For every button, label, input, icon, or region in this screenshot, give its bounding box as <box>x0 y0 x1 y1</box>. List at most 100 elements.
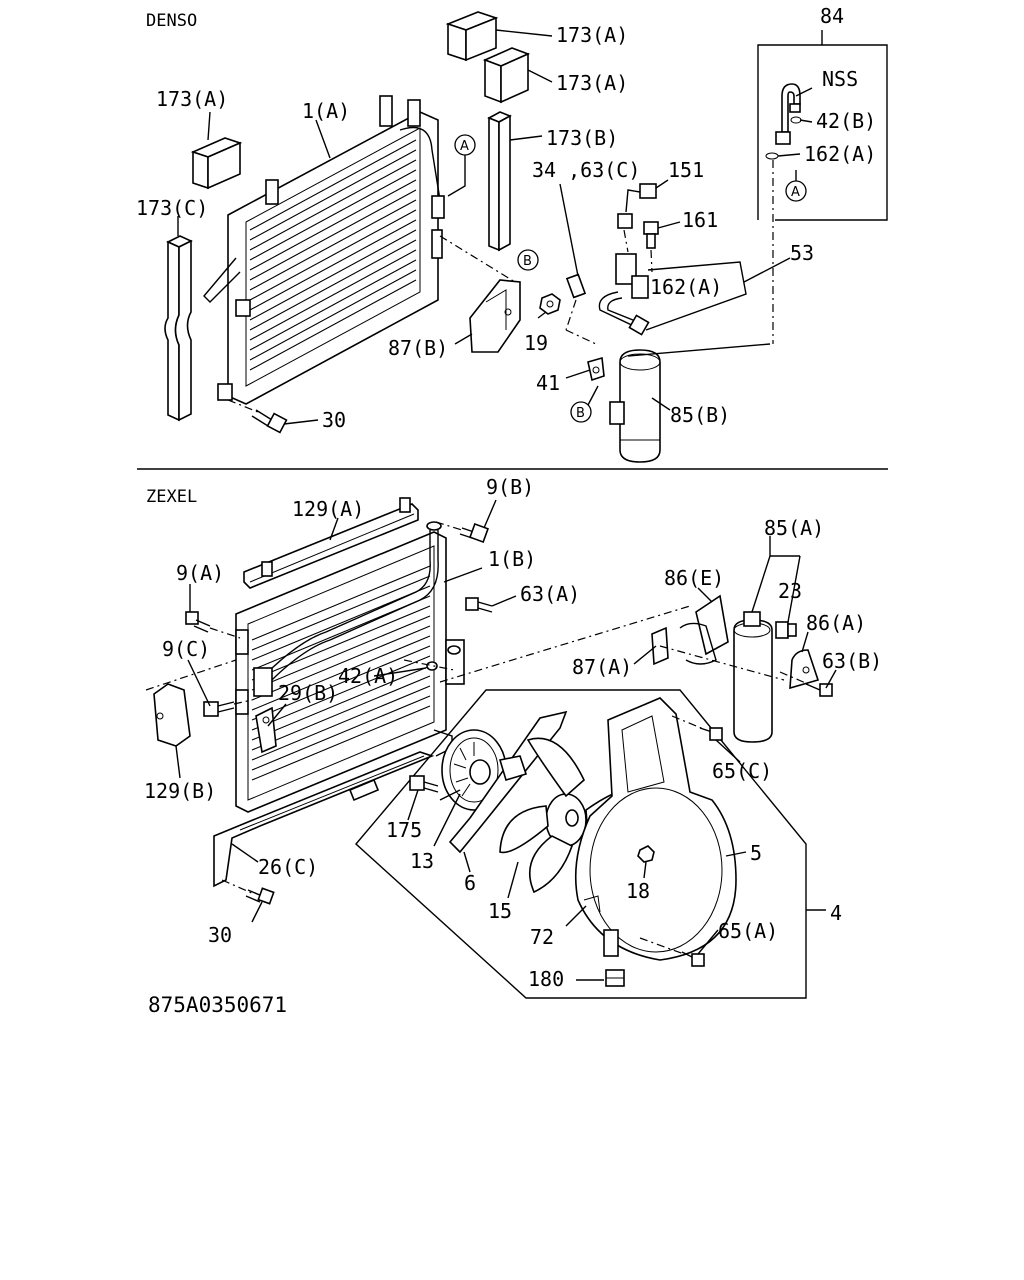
callout-86e: 86(E) <box>664 566 724 590</box>
callout-34-63c: 34 ,63(C) <box>532 158 640 182</box>
callout-173c: 173(C) <box>136 196 208 220</box>
callout-18: 18 <box>626 879 650 903</box>
ref-mark-a-2: A <box>785 170 807 202</box>
connector-151 <box>617 183 657 253</box>
callout-65a: 65(A) <box>718 919 778 943</box>
callout-72: 72 <box>530 925 554 949</box>
bolt-161 <box>643 221 659 273</box>
kit-box-84 <box>757 30 888 344</box>
callout-9c: 9(C) <box>162 637 210 661</box>
bolt-30-denso <box>227 399 288 434</box>
clip-41 <box>587 356 605 382</box>
callout-86a: 86(A) <box>806 611 866 635</box>
nut-19 <box>539 293 561 315</box>
callout-1b: 1(B) <box>488 547 536 571</box>
bracket-26c <box>213 751 435 888</box>
ref-mark-b-1: B <box>517 249 539 271</box>
callout-9a: 9(A) <box>176 561 224 585</box>
grommet-180 <box>605 969 625 987</box>
callout-175: 175 <box>386 818 422 842</box>
valve-assembly <box>598 253 650 336</box>
callout-13: 13 <box>410 849 434 873</box>
receiver-drier-85b <box>609 349 661 463</box>
part-72 <box>583 895 601 913</box>
callout-30: 30 <box>322 408 346 432</box>
ref-mark-a-1: A <box>447 134 476 197</box>
condenser-1a <box>203 95 445 405</box>
callout-129a: 129(A) <box>292 497 364 521</box>
callout-29b: 29(B) <box>278 681 338 705</box>
callout-23: 23 <box>778 579 802 603</box>
bolt-175 <box>409 775 439 793</box>
callout-1a: 1(A) <box>302 99 350 123</box>
callout-161: 161 <box>682 208 718 232</box>
callout-65c: 65(C) <box>712 759 772 783</box>
callout-180: 180 <box>528 967 564 991</box>
denso-leader-lines <box>177 29 813 425</box>
receiver-drier-85a <box>733 611 773 743</box>
callout-173a: 173(A) <box>156 87 228 111</box>
callout-87b: 87(B) <box>388 336 448 360</box>
bracket-87b <box>439 235 521 353</box>
drawing-code: 875A0350671 <box>148 993 287 1017</box>
callout-41: 41 <box>536 371 560 395</box>
svg-text:B: B <box>576 406 585 421</box>
switch-34-63c <box>565 273 597 345</box>
bracket-87a <box>651 626 785 681</box>
callout-151: 151 <box>668 158 704 182</box>
bolt-63a <box>465 597 493 613</box>
part-173c-strip <box>164 235 193 422</box>
ref-mark-b-2: B <box>570 385 599 423</box>
callout-85a: 85(A) <box>764 516 824 540</box>
callout-42a: 42(A) <box>338 664 398 688</box>
bolt-9a <box>185 611 241 639</box>
nut-18 <box>637 845 655 863</box>
bolt-9b <box>435 521 489 543</box>
callout-15: 15 <box>488 899 512 923</box>
fan-assembly-box-4 <box>355 689 826 999</box>
callout-87a: 87(A) <box>572 655 632 679</box>
part-173b-strip <box>487 111 512 252</box>
pipe-centerline <box>439 605 691 683</box>
section-title-zexel: ZEXEL <box>146 487 197 507</box>
fan-shroud-5 <box>574 697 737 961</box>
callout-162a: 162(A) <box>650 275 722 299</box>
part-173a-block-top2 <box>482 47 531 104</box>
bolt-30-zexel <box>221 879 275 905</box>
callout-nss: NSS <box>822 67 858 91</box>
section-title-denso: DENSO <box>146 11 197 31</box>
callout-53: 53 <box>790 241 814 265</box>
callout-30: 30 <box>208 923 232 947</box>
callout-173a: 173(A) <box>556 23 628 47</box>
callout-6: 6 <box>464 871 476 895</box>
callout-129b: 129(B) <box>144 779 216 803</box>
bolt-65c <box>671 715 723 741</box>
callout-162a: 162(A) <box>804 142 876 166</box>
bracket-86e <box>679 594 729 665</box>
callout-173b: 173(B) <box>546 126 618 150</box>
callout-5: 5 <box>750 841 762 865</box>
callout-42b: 42(B) <box>816 109 876 133</box>
callout-173a: 173(A) <box>556 71 628 95</box>
fitting-23 <box>775 621 797 639</box>
bolt-9c <box>203 699 253 717</box>
oring-42a <box>403 659 455 671</box>
zexel-leader-lines <box>175 499 837 981</box>
bracket-129a <box>243 497 419 589</box>
bracket-129b <box>145 659 237 747</box>
callout-4: 4 <box>830 901 842 925</box>
svg-text:A: A <box>791 185 800 200</box>
bolt-63b <box>779 671 833 697</box>
bracket-29b <box>255 706 277 754</box>
clamp-86a <box>789 649 820 690</box>
svg-text:A: A <box>460 139 469 154</box>
callout-84: 84 <box>820 4 844 28</box>
callout-26c: 26(C) <box>258 855 318 879</box>
callout-19: 19 <box>524 331 548 355</box>
callout-63a: 63(A) <box>520 582 580 606</box>
fan-motor-13 <box>439 729 507 811</box>
callout-63b: 63(B) <box>822 649 882 673</box>
bolt-65a <box>639 937 705 967</box>
part-173a-block-left <box>190 137 243 190</box>
